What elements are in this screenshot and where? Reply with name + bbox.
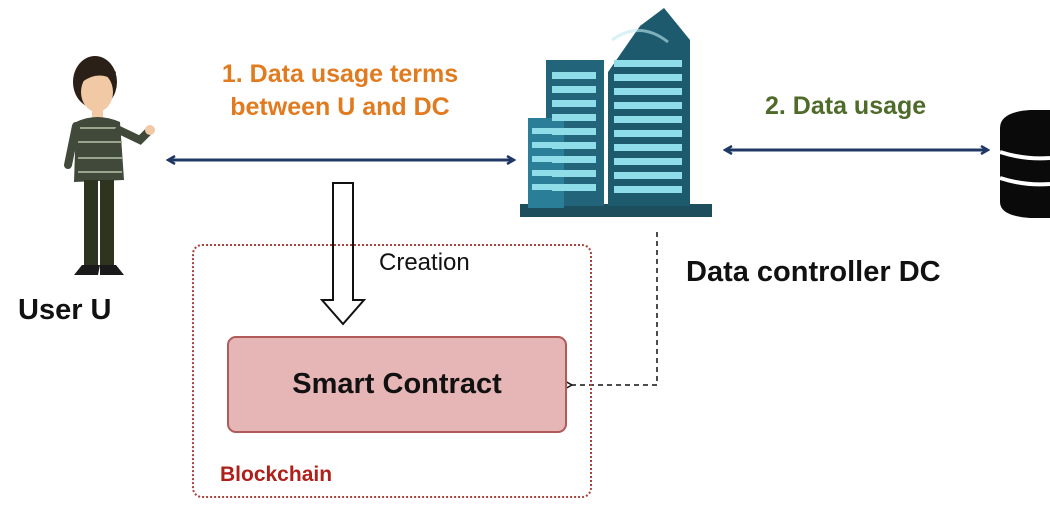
user-label: User U: [18, 294, 112, 326]
creation-arrow: [319, 182, 367, 326]
controller-to-contract-connector: [572, 232, 658, 385]
smart-contract-box: Smart Contract: [227, 336, 567, 433]
data-usage-label: 2. Data usage: [765, 92, 927, 120]
terms-label: 1. Data usage terms between U and DC: [221, 60, 459, 121]
creation-label: Creation: [379, 249, 470, 276]
blockchain-container: [192, 244, 592, 498]
controller-label: Data controller DC: [686, 256, 941, 288]
database-icon: [999, 110, 1050, 218]
blockchain-label: Blockchain: [220, 463, 333, 486]
office-building-icon: [520, 8, 712, 217]
user-figure-icon: [64, 56, 155, 275]
